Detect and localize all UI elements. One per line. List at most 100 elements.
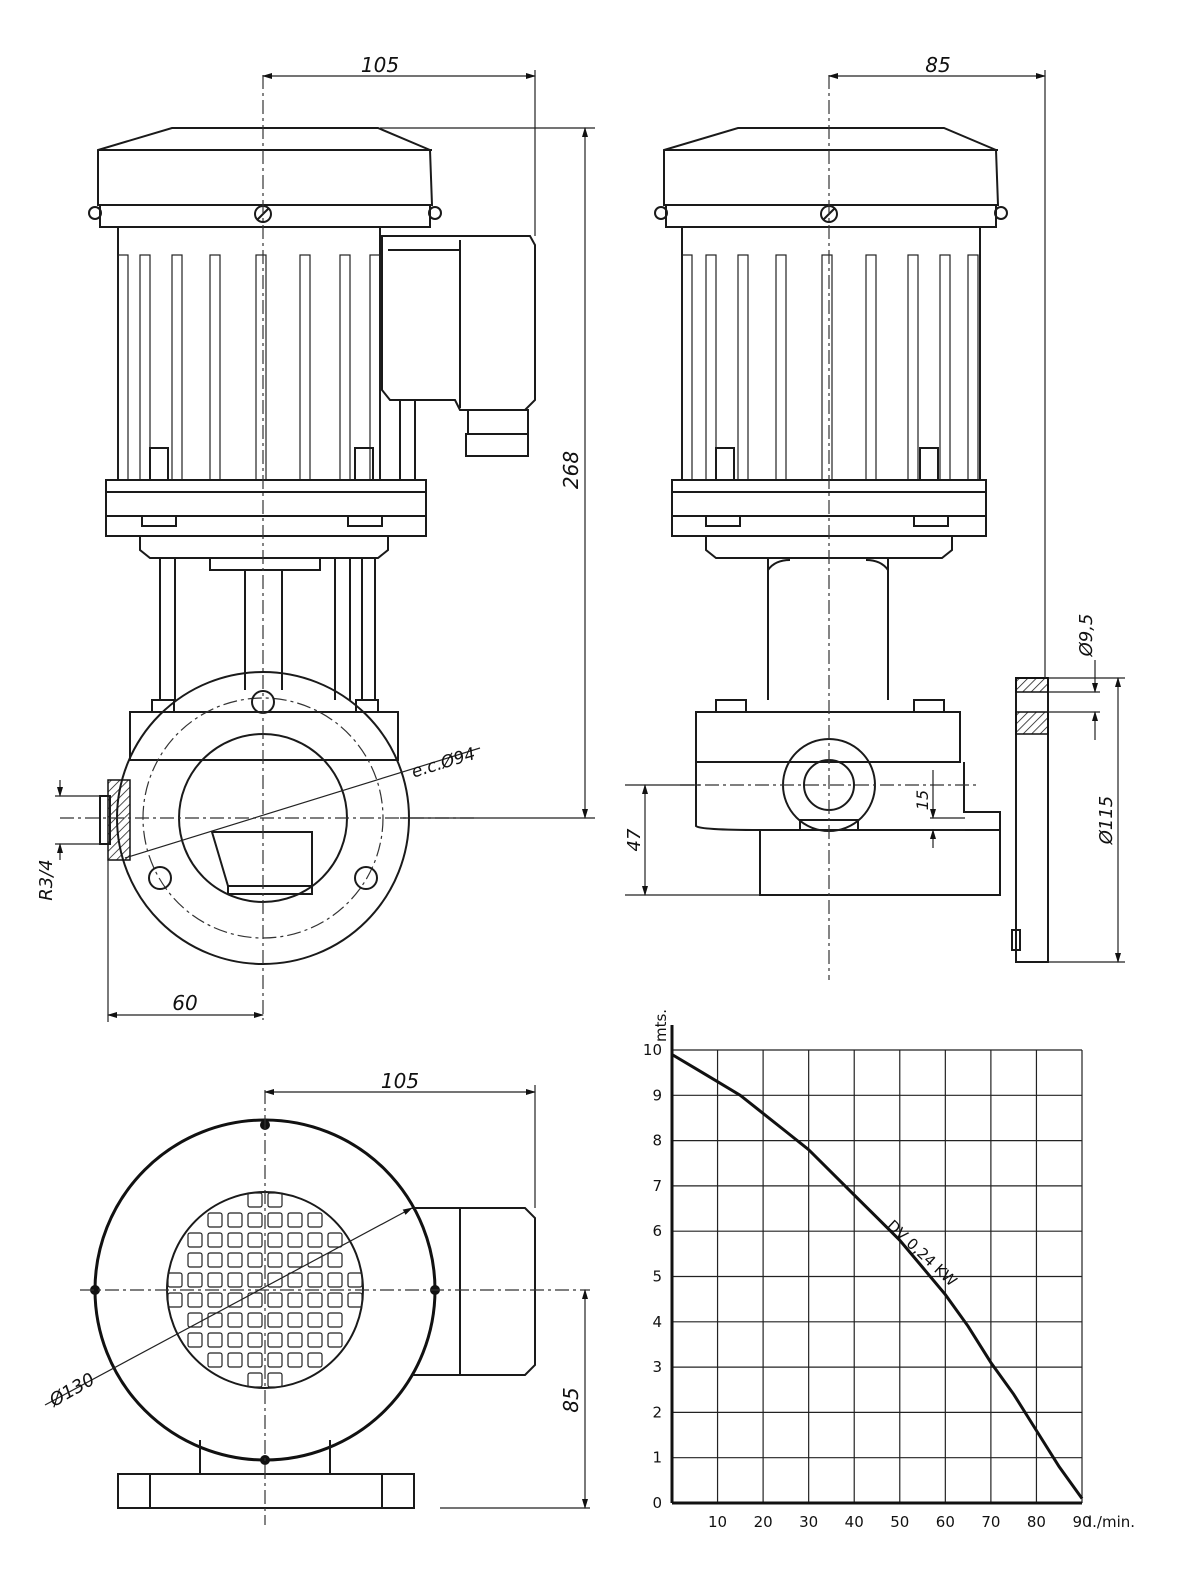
dim-top-dia: Ø130 — [45, 1369, 98, 1412]
vent-slot — [267, 1232, 283, 1248]
vent-slot — [287, 1312, 303, 1328]
dim-bolt-circle: e.c.Ø94 — [409, 744, 478, 782]
vent-slot — [267, 1192, 283, 1208]
vent-slot — [207, 1232, 223, 1248]
vent-slot — [247, 1192, 263, 1208]
vent-slot — [307, 1292, 323, 1308]
x-tick-label: 40 — [845, 1513, 864, 1531]
dim-flange-dia: Ø115 — [1096, 796, 1117, 846]
vent-slot — [307, 1352, 323, 1368]
y-tick-label: 6 — [652, 1222, 662, 1240]
x-tick-label: 20 — [754, 1513, 773, 1531]
y-tick-label: 7 — [652, 1177, 662, 1195]
vent-slot — [267, 1272, 283, 1288]
vent-slot — [247, 1272, 263, 1288]
vent-slot — [227, 1232, 243, 1248]
vent-slot — [267, 1212, 283, 1228]
vent-slot — [307, 1252, 323, 1268]
vent-slot — [187, 1312, 203, 1328]
front-view: 105 268 e.c.Ø94 R3/4 60 — [36, 53, 595, 1022]
vent-slot — [327, 1252, 343, 1268]
terminal-box — [381, 235, 536, 411]
vent-slot — [187, 1232, 203, 1248]
dim-height-47: 47 — [624, 828, 645, 851]
vent-slot — [187, 1252, 203, 1268]
chart-grid — [670, 1025, 1083, 1505]
vent-grid — [167, 1192, 363, 1388]
vent-slot — [307, 1212, 323, 1228]
dim-hole-dia: Ø9,5 — [1076, 614, 1097, 658]
vent-slot — [247, 1232, 263, 1248]
vent-slot — [267, 1352, 283, 1368]
series-line — [671, 1053, 1084, 1500]
vent-slot — [287, 1272, 303, 1288]
motor-flange — [105, 479, 427, 517]
vent-slot — [227, 1212, 243, 1228]
y-tick-label: 2 — [652, 1403, 662, 1421]
y-tick-label: 9 — [652, 1086, 662, 1104]
vent-slot — [347, 1292, 363, 1308]
y-tick-label: 10 — [643, 1041, 662, 1059]
vent-slot — [187, 1332, 203, 1348]
vent-slot — [327, 1272, 343, 1288]
x-tick-label: 80 — [1027, 1513, 1046, 1531]
vent-slot — [247, 1332, 263, 1348]
vent-slot — [247, 1292, 263, 1308]
vent-slot — [267, 1292, 283, 1308]
vent-slot — [167, 1292, 183, 1308]
vent-slot — [247, 1372, 263, 1388]
vent-slot — [247, 1252, 263, 1268]
vent-slot — [287, 1292, 303, 1308]
x-tick-label: 10 — [708, 1513, 727, 1531]
side-view: 85 Ø9,5 Ø115 15 47 — [624, 53, 1125, 980]
vent-slot — [287, 1212, 303, 1228]
series-label: DV 0,24 KW — [883, 1216, 960, 1290]
vent-slot — [207, 1212, 223, 1228]
vent-slot — [267, 1372, 283, 1388]
dim-side-width: 85 — [925, 53, 950, 77]
x-tick-label: 60 — [936, 1513, 955, 1531]
vent-slot — [327, 1312, 343, 1328]
vent-slot — [307, 1332, 323, 1348]
vent-slot — [207, 1292, 223, 1308]
dim-inlet-15: 15 — [913, 790, 932, 810]
vent-slot — [167, 1272, 183, 1288]
vent-slot — [227, 1312, 243, 1328]
dim-offset-60: 60 — [172, 991, 197, 1015]
y-tick-label: 3 — [652, 1358, 662, 1376]
vent-slot — [207, 1352, 223, 1368]
motor-cap — [97, 127, 434, 206]
top-view: 105 Ø130 85 — [44, 1069, 590, 1525]
vent-slot — [207, 1332, 223, 1348]
x-tick-label: 90 — [1072, 1513, 1091, 1531]
vent-slot — [227, 1352, 243, 1368]
vent-slot — [307, 1272, 323, 1288]
x-axis-label: l./min. — [1088, 1513, 1135, 1531]
x-tick-label: 70 — [981, 1513, 1000, 1531]
vent-slot — [227, 1252, 243, 1268]
dim-top-width: 105 — [381, 1069, 419, 1093]
vent-slot — [207, 1252, 223, 1268]
vent-slot — [227, 1292, 243, 1308]
vent-slot — [247, 1312, 263, 1328]
vent-slot — [267, 1252, 283, 1268]
vent-slot — [247, 1212, 263, 1228]
vent-slot — [287, 1232, 303, 1248]
vent-slot — [227, 1332, 243, 1348]
vent-slot — [327, 1332, 343, 1348]
y-tick-label: 0 — [652, 1494, 662, 1512]
dim-thread: R3/4 — [36, 859, 57, 900]
vent-slot — [187, 1272, 203, 1288]
motor-body — [117, 226, 381, 481]
vent-slot — [287, 1252, 303, 1268]
vent-slot — [327, 1292, 343, 1308]
vent-slot — [307, 1312, 323, 1328]
x-tick-label: 30 — [799, 1513, 818, 1531]
dim-front-width: 105 — [361, 53, 399, 77]
vent-slot — [347, 1272, 363, 1288]
vent-slot — [247, 1352, 263, 1368]
vent-slot — [267, 1312, 283, 1328]
